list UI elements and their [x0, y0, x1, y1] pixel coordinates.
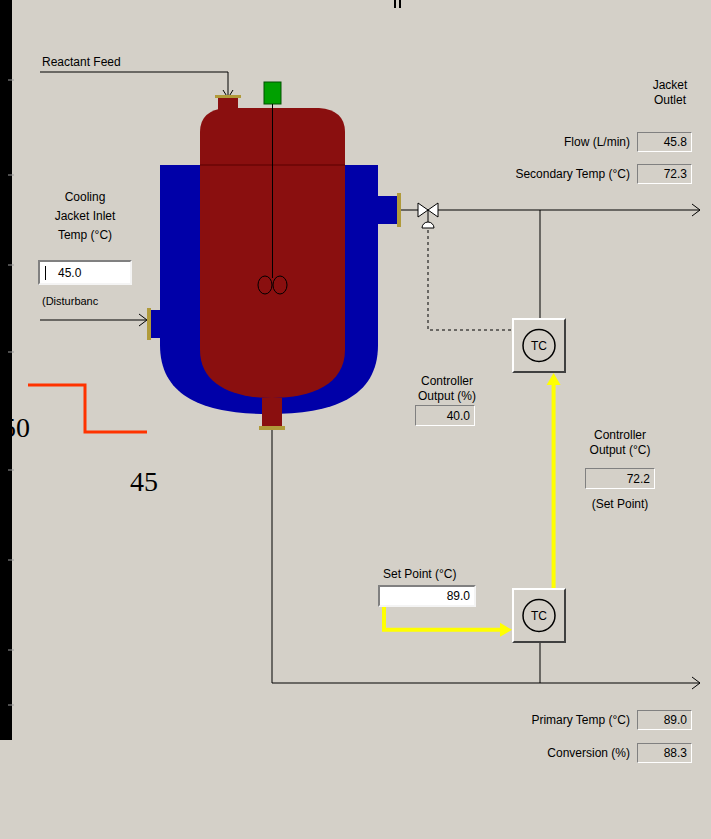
input-field: 45.0 [38, 260, 132, 285]
agitator-motor [264, 82, 281, 104]
strip-ticks [8, 80, 14, 705]
field-label: Secondary Temp (°C) [450, 167, 630, 182]
value-text: 45.8 [664, 135, 687, 149]
stream-label: Reactant Feed [42, 55, 121, 70]
pipe-arrowhead [692, 204, 700, 216]
field-label: Primary Temp (°C) [450, 713, 630, 728]
value-display: 40.0 [415, 405, 475, 426]
controller-box: TC [512, 318, 566, 373]
jacket-outlet-nozzle [378, 196, 398, 224]
signal-line [552, 383, 556, 588]
field-label: (Disturbanc [42, 294, 98, 309]
signal-arrow [384, 607, 512, 637]
impeller-blade [258, 276, 272, 294]
field-label: Conversion (%) [450, 746, 630, 761]
value-text: 88.3 [664, 746, 687, 760]
value-text: 45.0 [58, 266, 81, 280]
valve-signal-line [428, 230, 512, 330]
controller-circle [523, 600, 555, 632]
step-value: 50 [2, 412, 30, 444]
field-label: Controller Output (°C) [582, 428, 658, 458]
secondary-measure-line [540, 210, 541, 318]
disturbance-arrowhead [139, 314, 147, 326]
value-text: 72.2 [627, 472, 650, 486]
disturbance-line [40, 320, 146, 321]
value-display: 88.3 [637, 743, 692, 763]
nozzle-flange [397, 193, 401, 227]
jacket-inlet-nozzle [150, 310, 162, 338]
controller-tag: TC [531, 609, 547, 623]
nozzle-flange [215, 95, 241, 98]
field-label: Set Point (°C) [383, 567, 457, 582]
bottom-nozzle [262, 398, 282, 428]
arrowhead [500, 623, 512, 637]
field-label: (Set Point) [575, 497, 665, 512]
field-label: Cooling Jacket Inlet Temp (°C) [47, 188, 123, 245]
side-strip [0, 0, 12, 740]
value-text: 40.0 [447, 409, 470, 423]
signal-arrow [547, 373, 561, 588]
agitator-shaft [272, 104, 273, 278]
field-label: Flow (L/min) [450, 135, 630, 150]
value-display: 72.3 [637, 164, 692, 184]
field-label: Controller Output (%) [412, 374, 482, 404]
feed-nozzle [218, 97, 238, 110]
feed-line [40, 72, 228, 97]
valve-stem [428, 210, 429, 222]
impeller-blade [273, 276, 287, 294]
nozzle-flange [147, 308, 151, 340]
controller-circle [523, 330, 555, 362]
step-change-line [28, 385, 147, 432]
signal-line [384, 607, 502, 630]
input-field: 89.0 [378, 585, 476, 607]
step-value: 45 [130, 466, 158, 498]
value-text: 89.0 [664, 713, 687, 727]
value-display: 89.0 [637, 710, 692, 730]
valve-actuator [422, 222, 434, 228]
nozzle-flange [259, 426, 285, 430]
product-pipe [272, 430, 700, 683]
controller-tag: TC [531, 339, 547, 353]
value-text: 89.0 [447, 589, 470, 603]
text-cursor [45, 266, 46, 280]
controller-box: TC [512, 588, 566, 643]
arrowhead [547, 373, 561, 385]
top-marks [394, 0, 401, 8]
jacket-outlet-pipe [401, 210, 700, 211]
value-display: 45.8 [637, 132, 692, 152]
pipe-arrowhead [692, 677, 700, 689]
value-text: 72.3 [664, 167, 687, 181]
primary-measure-line [540, 643, 541, 683]
value-display: 72.2 [585, 468, 655, 489]
stream-label: Jacket Outlet [640, 78, 700, 108]
